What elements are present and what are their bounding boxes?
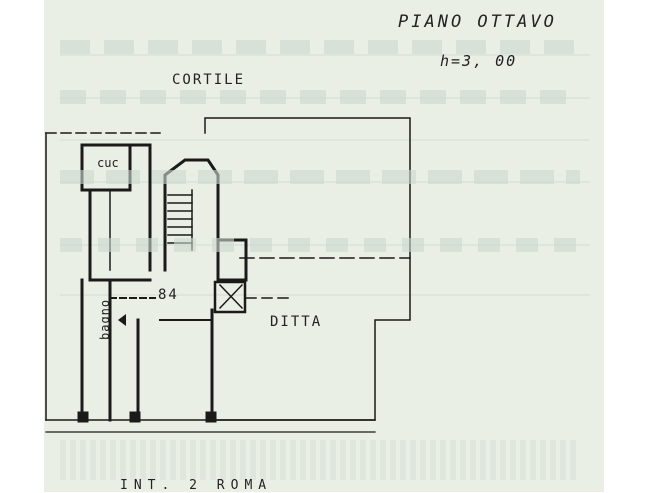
bleed-through-texture-4 (60, 238, 580, 252)
unit-number: 84 (158, 287, 179, 303)
bleed-through-texture-3 (60, 170, 580, 184)
company-label: DITTA (270, 314, 323, 330)
ditta-outline (204, 117, 411, 421)
bathroom-label: bagno (98, 298, 112, 340)
bleed-through-texture (60, 40, 580, 54)
dimension-arrow (118, 314, 126, 326)
bleed-through-texture-2 (60, 90, 580, 104)
kitchen-label: cuc (97, 156, 119, 170)
floor-title: PIANO OTTAVO (398, 12, 557, 32)
bleed-through-texture-5 (60, 440, 580, 480)
footer-text: INT. 2 ROMA (120, 478, 273, 493)
elevator-cross-2 (218, 283, 244, 310)
pillar-left (77, 411, 89, 423)
ceiling-height: h=3, 00 (440, 52, 518, 70)
pillar-right (205, 411, 217, 423)
pillar-mid (129, 411, 141, 423)
elevator-car (213, 280, 247, 314)
courtyard-label: CORTILE (172, 72, 246, 88)
kitchen-walls (80, 143, 132, 192)
